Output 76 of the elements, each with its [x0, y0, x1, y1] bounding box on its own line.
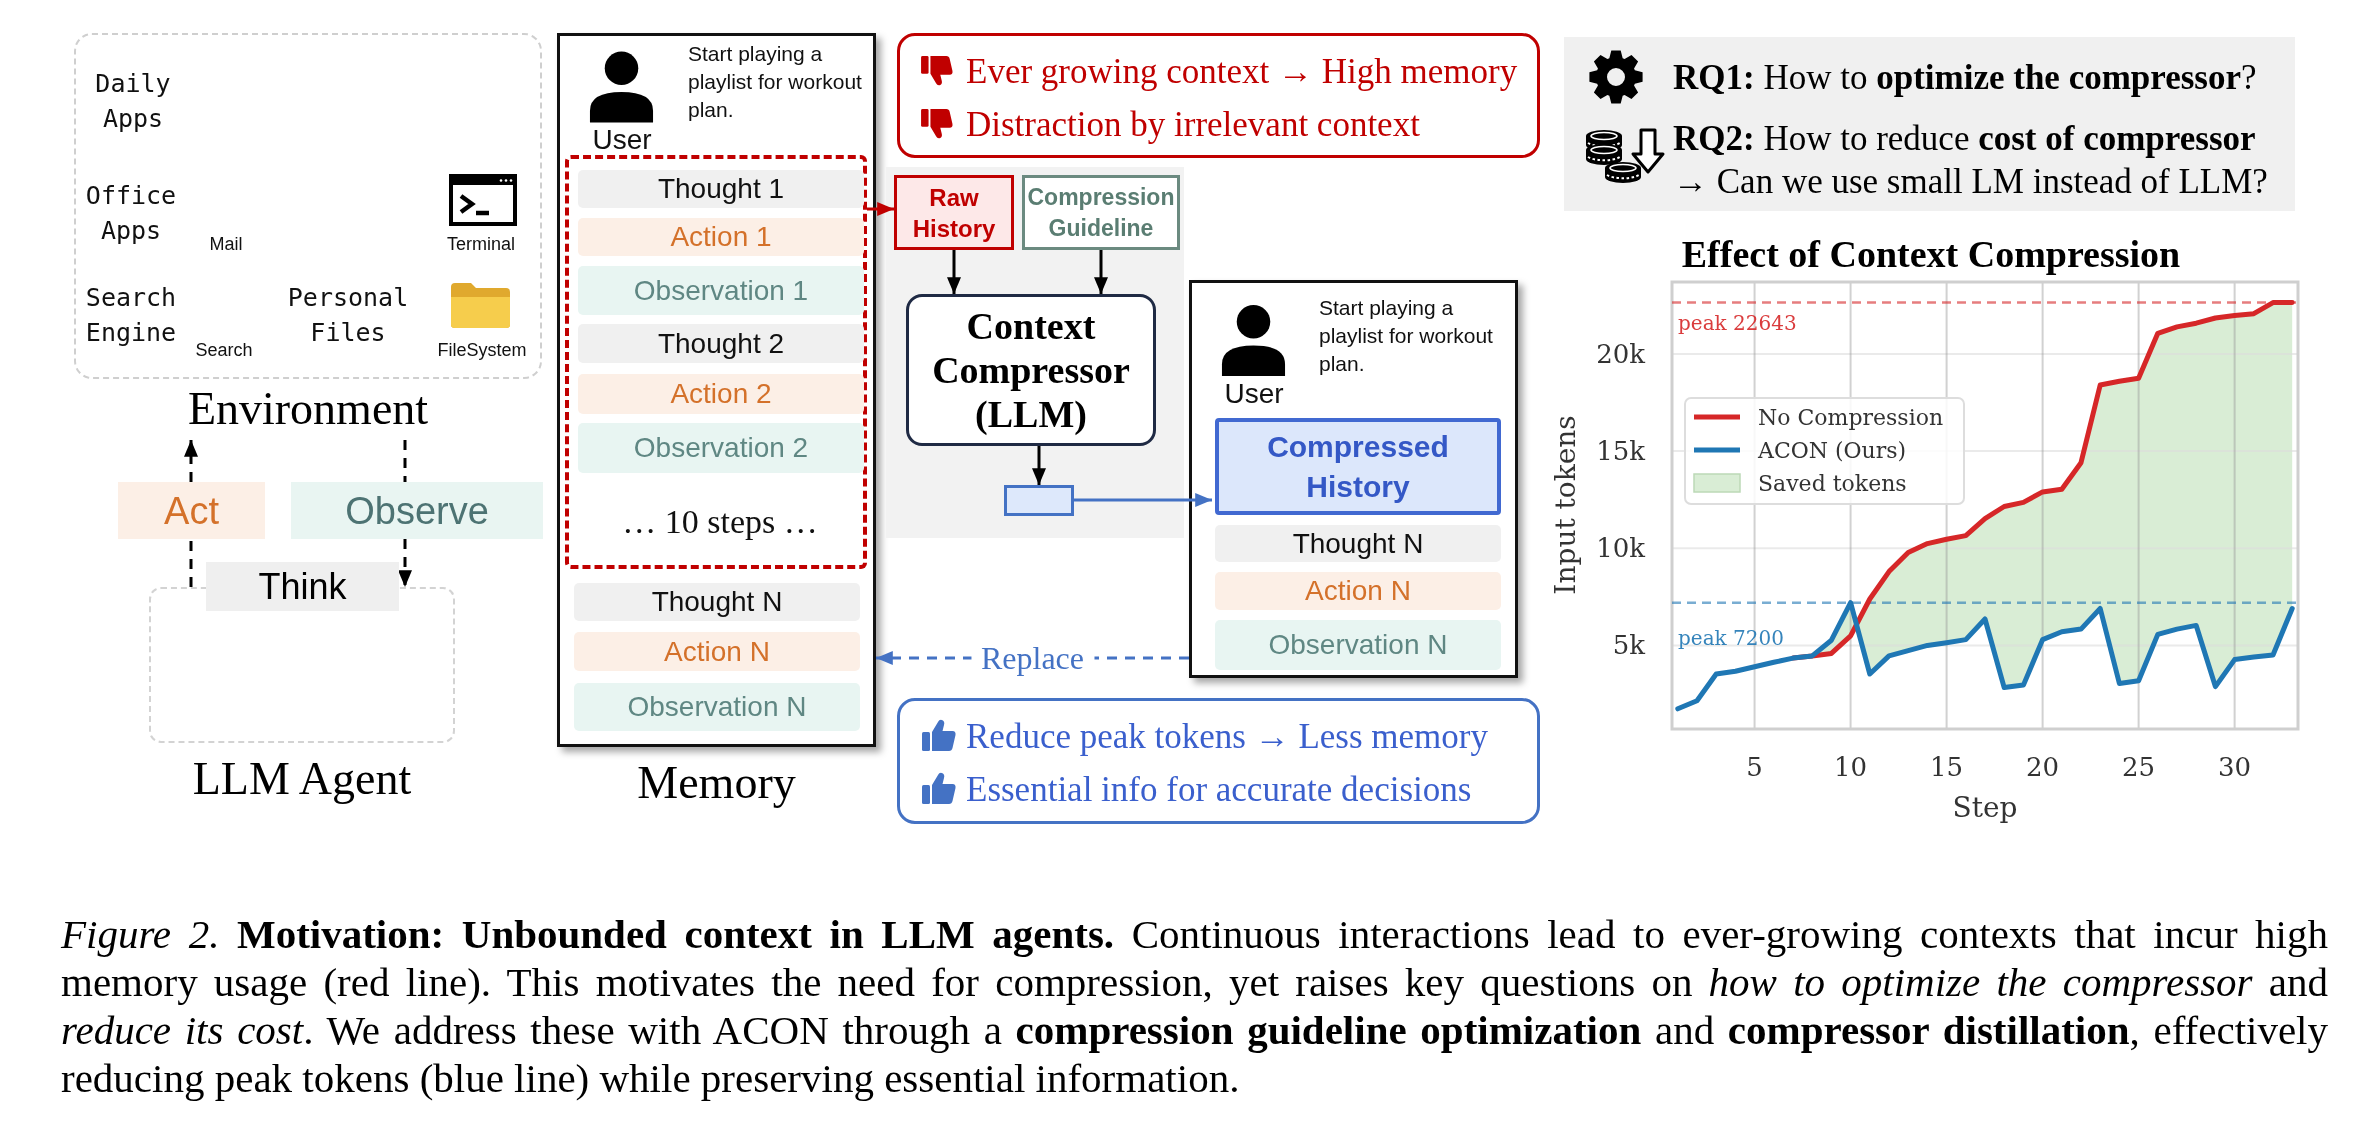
- process-box: Act: [118, 482, 265, 539]
- group-title: Environment: [186, 383, 430, 435]
- memory-entry: Action 1: [578, 218, 864, 256]
- memory-entry: Thought N: [574, 583, 860, 621]
- memory-entry: Observation N: [1215, 620, 1501, 670]
- callout-panel: [897, 698, 1540, 824]
- dashed-line: [189, 539, 193, 587]
- chart-title: Effect of Context Compression: [1681, 233, 2181, 275]
- figure-caption: Figure 2. Motivation: Unbounded context in LLM agents. Continuous interactions lead to ever-growing contexts that incur high memory usage (red line). This motivates the need for compression, yet raises key questions on how to optimize the compressor and reduce its cost. We address these with ACON through a compression guideline optimization and compressor distillation, effectively reducing peak tokens (blue line) while preserving essential information.: [61, 910, 2328, 1102]
- tick-label: 20: [2026, 752, 2060, 782]
- bullet-text: Essential info for accurate decisions: [966, 769, 1473, 811]
- tick-label: 15k: [1596, 436, 1645, 467]
- app-label: Terminal: [446, 233, 516, 255]
- category-label: Daily Apps: [94, 68, 172, 135]
- annotation-label: peak 7200: [1678, 625, 1784, 650]
- bullet-text: Ever growing context → High memory: [966, 51, 1519, 93]
- category-label: Office Apps: [84, 180, 178, 247]
- legend-label: ACON (Ours): [1758, 438, 1907, 463]
- background-panel: [886, 167, 1184, 538]
- process-box: Context Compressor (LLM): [906, 294, 1156, 446]
- tick-label: 10k: [1596, 533, 1645, 564]
- category-label: Personal Files: [286, 282, 410, 349]
- memory-entry: Observation N: [574, 683, 860, 731]
- tick-label: 5: [1746, 752, 1763, 782]
- arrow: [867, 202, 894, 216]
- instruction-text: Start playing a playlist for workout plan.: [688, 41, 863, 123]
- arrow: [1094, 250, 1108, 294]
- legend-label: Saved tokens: [1758, 471, 1907, 496]
- legend-label: No Compression: [1758, 405, 1944, 430]
- app-label: FileSystem: [436, 339, 528, 361]
- user-label: User: [1223, 378, 1285, 410]
- arrow: [1032, 446, 1046, 485]
- user-label: User: [591, 124, 653, 156]
- memory-entry: Observation 2: [578, 423, 864, 473]
- arrow: [1074, 493, 1212, 507]
- tick-label: 20k: [1596, 338, 1645, 369]
- category-label: Search Engine: [84, 282, 178, 349]
- memory-entry: Observation 1: [578, 266, 864, 315]
- tick-label: 15: [1930, 752, 1964, 782]
- axis-title: Step: [1952, 791, 2018, 824]
- tick-label: 5k: [1612, 630, 1645, 661]
- question-text: RQ2: How to reduce cost of compressor → Can we use small LM instead of LLM?: [1673, 118, 2269, 203]
- app-label: Search: [194, 339, 254, 361]
- group-title: LLM Agent: [191, 753, 413, 805]
- memory-entry: Action N: [1215, 572, 1501, 610]
- annotation-label: peak 22643: [1678, 310, 1797, 335]
- empty-box: [1004, 485, 1074, 516]
- callout-panel: [897, 33, 1540, 158]
- memory-entry: Action 2: [578, 374, 864, 414]
- instruction-text: Start playing a playlist for workout plan.: [1319, 295, 1494, 377]
- process-box: Raw History: [894, 175, 1014, 250]
- dashed-arrow: [398, 539, 412, 587]
- process-box: Think: [206, 562, 399, 611]
- process-box: Compressed History: [1215, 418, 1501, 515]
- tick-label: 10: [1834, 752, 1868, 782]
- ellipsis-label: … 10 steps …: [621, 502, 819, 542]
- memory-entry: Thought N: [1215, 525, 1501, 562]
- question-panel: [1564, 37, 2295, 211]
- dashed-arrow: [184, 440, 198, 482]
- group-title: Memory: [636, 757, 797, 809]
- memory-entry: Thought 2: [578, 324, 864, 363]
- question-text: RQ1: How to optimize the compressor?: [1673, 57, 2258, 99]
- dashed-line: [403, 440, 407, 482]
- process-box: Observe: [291, 482, 543, 539]
- bullet-text: Reduce peak tokens → Less memory: [966, 716, 1489, 758]
- axis-title: Input tokens: [1549, 415, 1582, 595]
- arrow: [947, 250, 961, 294]
- memory-entry: Action N: [574, 632, 860, 671]
- memory-entry: Thought 1: [578, 170, 864, 208]
- dashed-frame: [565, 155, 867, 569]
- tick-label: 25: [2122, 752, 2156, 782]
- tick-label: 30: [2218, 752, 2252, 782]
- app-label: Mail: [208, 233, 244, 255]
- bullet-text: Distraction by irrelevant context: [966, 104, 1421, 146]
- process-box: Compression Guideline: [1022, 175, 1180, 250]
- memory-panel: [1189, 280, 1518, 678]
